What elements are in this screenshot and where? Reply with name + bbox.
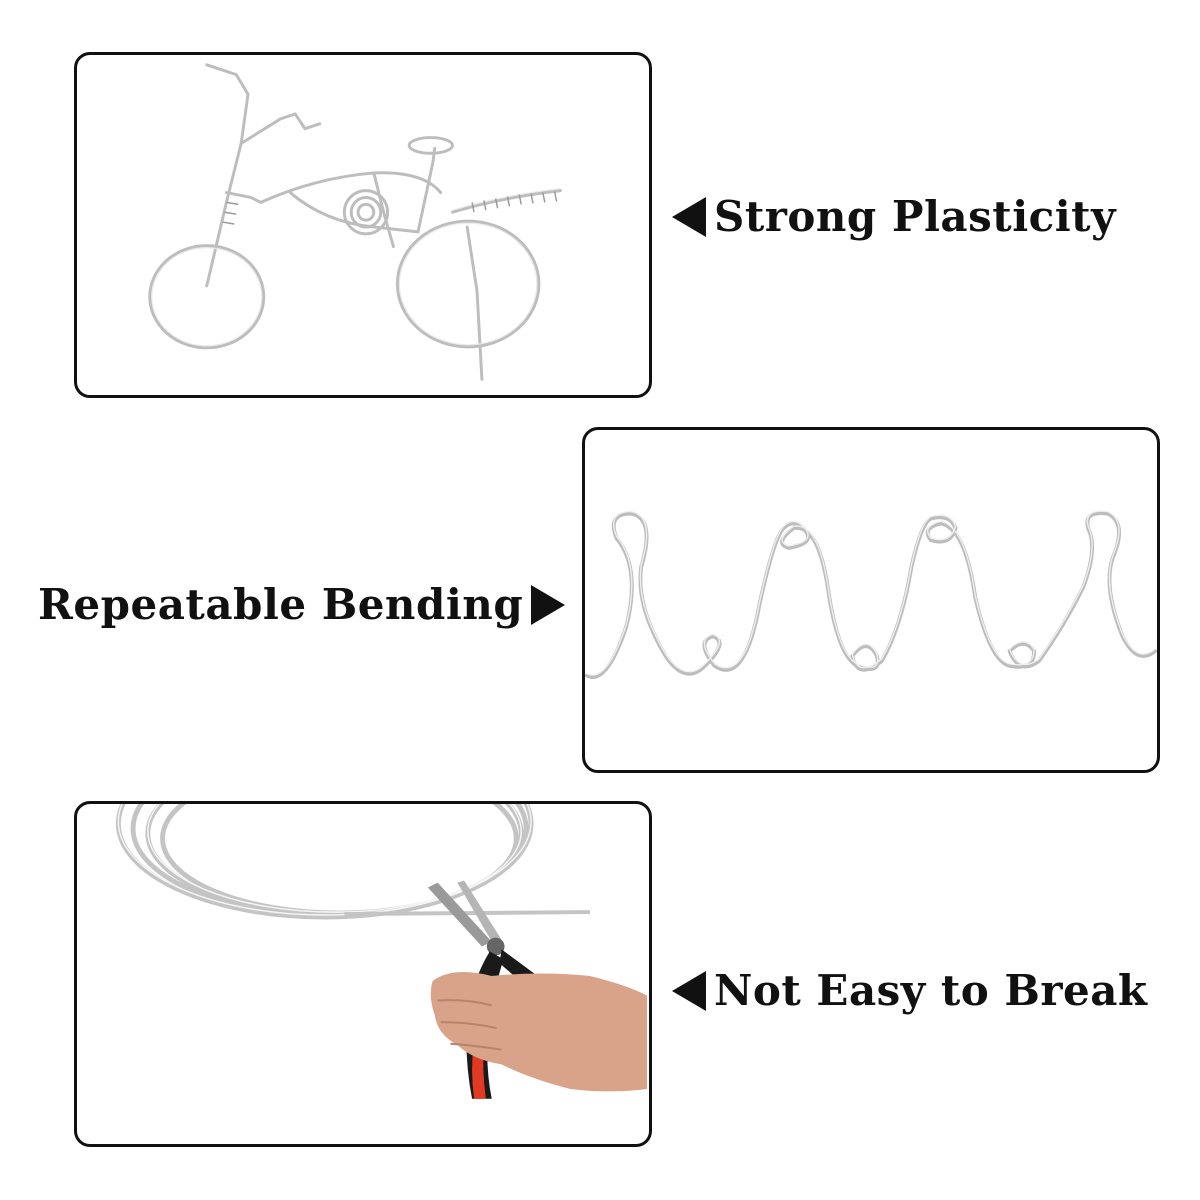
feature-image-pliers <box>74 801 652 1147</box>
feature-label: Not Easy to Break <box>714 966 1148 1015</box>
feature-label: Repeatable Bending <box>38 580 524 629</box>
wire-bicycle-illustration <box>148 63 562 381</box>
feature-image-bending-wave <box>582 427 1160 773</box>
feature-caption-repeatable-bending: Repeatable Bending <box>38 580 566 629</box>
rear-wheel <box>395 219 541 349</box>
pointer-left-icon <box>672 196 706 237</box>
feature-caption-not-easy-to-break: Not Easy to Break <box>672 966 1148 1015</box>
feature-image-bicycle <box>74 52 652 398</box>
bent-wire-illustration <box>585 510 1157 679</box>
pointer-right-icon <box>531 584 566 625</box>
pointer-left-icon <box>672 970 706 1011</box>
feature-label: Strong Plasticity <box>714 192 1116 241</box>
front-wheel <box>148 244 266 350</box>
feature-caption-strong-plasticity: Strong Plasticity <box>672 192 1116 241</box>
wire-coil-pliers-illustration <box>115 804 647 1099</box>
